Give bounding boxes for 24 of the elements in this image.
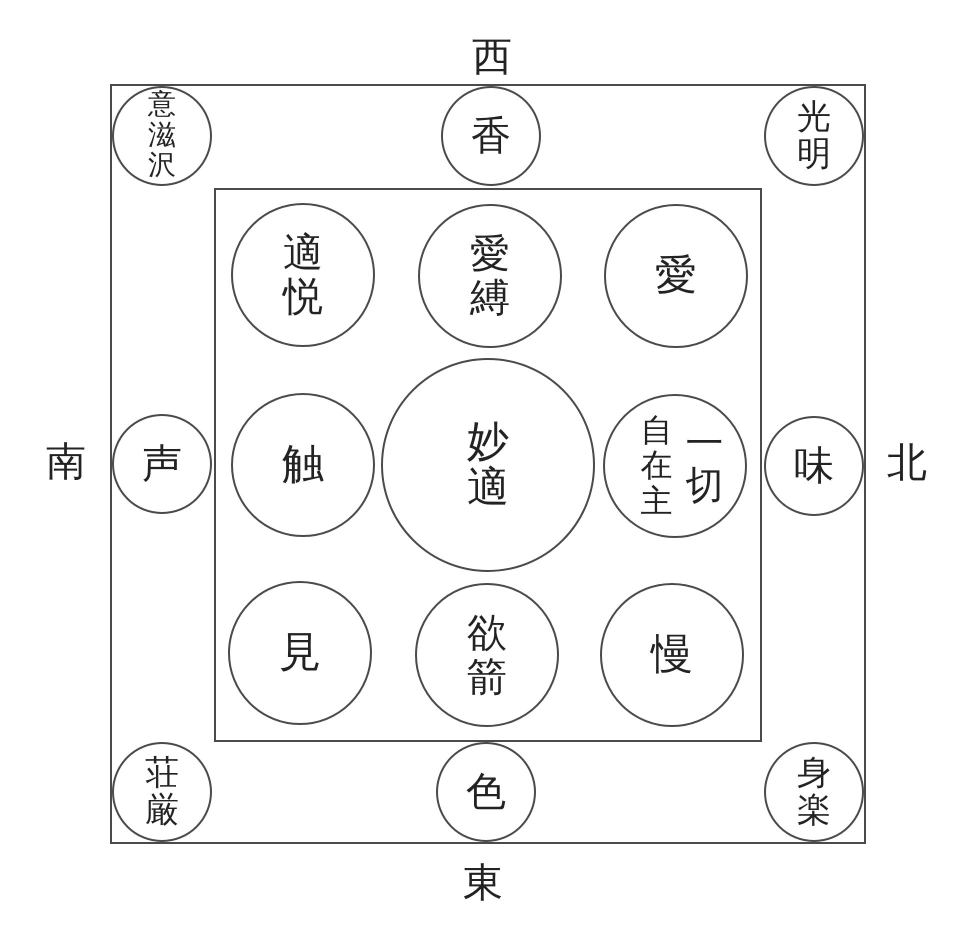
direction-label: 南 <box>46 442 86 482</box>
kanji-label: 自在主 <box>640 413 672 519</box>
kanji-label: 妙適 <box>467 418 509 512</box>
kanji-label: 触 <box>282 442 324 488</box>
direction-label: 北 <box>887 443 927 483</box>
kanji-label: 慢 <box>651 632 693 678</box>
kanji-label: 意滋沢 <box>148 90 176 182</box>
kanji-label: 欲箭 <box>467 611 507 699</box>
kanji-label: 光明 <box>797 98 831 174</box>
kanji-label: 愛 <box>655 252 697 300</box>
kanji-label: 一切 <box>686 424 724 508</box>
direction-label: 東 <box>463 863 503 903</box>
kanji-label: 見 <box>279 630 321 676</box>
kanji-label: 身楽 <box>797 754 831 830</box>
inner-square-frame <box>214 188 762 742</box>
outer-square-frame <box>110 84 866 844</box>
kanji-label: 適悦 <box>283 231 323 319</box>
kanji-label: 愛縛 <box>470 232 510 320</box>
direction-label: 西 <box>472 37 512 77</box>
kanji-label: 香 <box>471 114 511 158</box>
kanji-label: 荘厳 <box>145 754 179 830</box>
kanji-label: 声 <box>142 442 182 486</box>
kanji-label: 味 <box>794 444 834 488</box>
kanji-label: 色 <box>466 770 506 814</box>
